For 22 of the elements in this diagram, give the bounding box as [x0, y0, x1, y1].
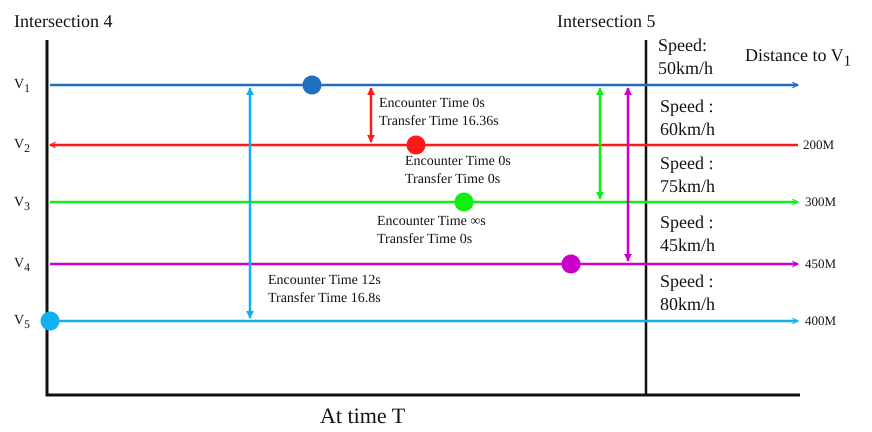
speed-label: Speed : 80km/h	[660, 270, 716, 315]
caption: At time T	[320, 402, 406, 430]
distance-label: 400M	[805, 313, 836, 330]
distance-label: 300M	[805, 194, 836, 210]
annotation-text: Encounter Time ∞s Transfer Time 0s	[377, 213, 487, 248]
distance-label: 200M	[803, 137, 834, 154]
axis-label: Distance to V$_{1}$	[745, 44, 852, 72]
speed-label: Speed : 60km/h	[660, 95, 716, 140]
lane-label: V$_{1}$	[14, 76, 30, 96]
lane-label: V$_{3}$	[14, 194, 30, 214]
speed-label: Speed : 45km/h	[660, 211, 716, 256]
lane-label: V$_{2}$	[14, 136, 30, 156]
speed-label: Speed: 50km/h	[658, 34, 714, 79]
lane-label: V$_{5}$	[14, 312, 30, 332]
annotation-text: Encounter Time 12s Transfer Time 16.8s	[268, 272, 382, 307]
lane-label: V$_{4}$	[14, 255, 30, 276]
annotation-text: Encounter Time 0s Transfer Time 0s	[405, 153, 512, 188]
distance-label: 450M	[805, 256, 836, 272]
intersection-label: Intersection 5	[557, 10, 656, 32]
speed-label: Speed : 75km/h	[660, 152, 716, 197]
intersection-label: Intersection 4	[14, 10, 112, 32]
annotation-text: Encounter Time 0s Transfer Time 16.36s	[379, 95, 500, 130]
